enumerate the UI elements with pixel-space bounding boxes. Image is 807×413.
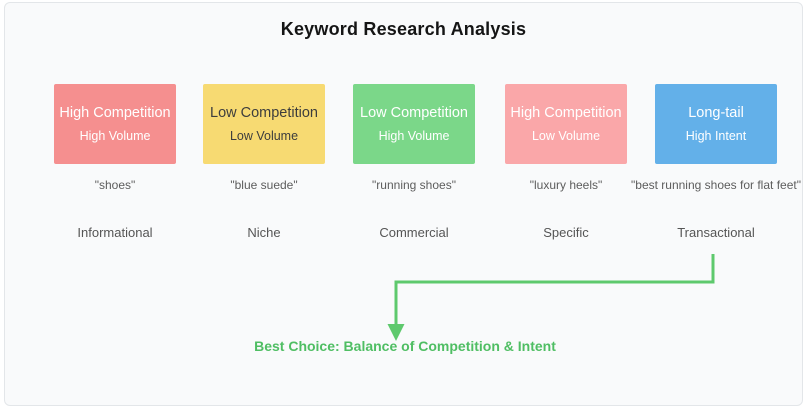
box-volume-label: High Intent [685, 129, 747, 143]
keyword-example: "luxury heels" [529, 178, 603, 192]
category-label: Informational [77, 225, 153, 240]
category-label: Commercial [379, 225, 449, 240]
category-label: Niche [247, 225, 281, 240]
matrix-box-low-comp-high-vol: Low Competition High Volume [353, 84, 475, 164]
keyword-example: "shoes" [94, 178, 136, 192]
box-competition-label: Low Competition [360, 105, 468, 121]
keyword-column-commercial: Low Competition High Volume "running sho… [319, 84, 509, 240]
matrix-box-high-comp-high-vol: High Competition High Volume [54, 84, 176, 164]
keyword-example: "blue suede" [230, 178, 298, 192]
box-volume-label: Low Volume [531, 129, 601, 143]
diagram-title: Keyword Research Analysis [280, 19, 527, 39]
keyword-column-informational: High Competition High Volume "shoes" Inf… [20, 84, 210, 240]
keyword-column-niche: Low Competition Low Volume "blue suede" … [169, 84, 359, 240]
keyword-example: "best running shoes for flat feet" [631, 178, 801, 192]
matrix-box-low-comp-low-vol: Low Competition Low Volume [203, 84, 325, 164]
box-volume-label: High Volume [378, 129, 450, 143]
keyword-example: "running shoes" [372, 178, 456, 192]
category-label: Transactional [677, 225, 755, 240]
category-label: Specific [543, 225, 589, 240]
box-competition-label: High Competition [59, 105, 171, 121]
keyword-column-specific: High Competition Low Volume "luxury heel… [471, 84, 661, 240]
keyword-column-transactional: Long-tail High Intent "best running shoe… [621, 84, 807, 240]
box-volume-label: Low Volume [229, 129, 299, 143]
box-competition-label: High Competition [510, 105, 622, 121]
box-competition-label: Long-tail [688, 105, 744, 121]
box-volume-label: High Volume [79, 129, 151, 143]
box-competition-label: Low Competition [210, 105, 318, 121]
matrix-box-high-comp-low-vol: High Competition Low Volume [505, 84, 627, 164]
best-choice-label: Best Choice: Balance of Competition & In… [254, 338, 556, 354]
matrix-box-long-tail-high-intent: Long-tail High Intent [655, 84, 777, 164]
